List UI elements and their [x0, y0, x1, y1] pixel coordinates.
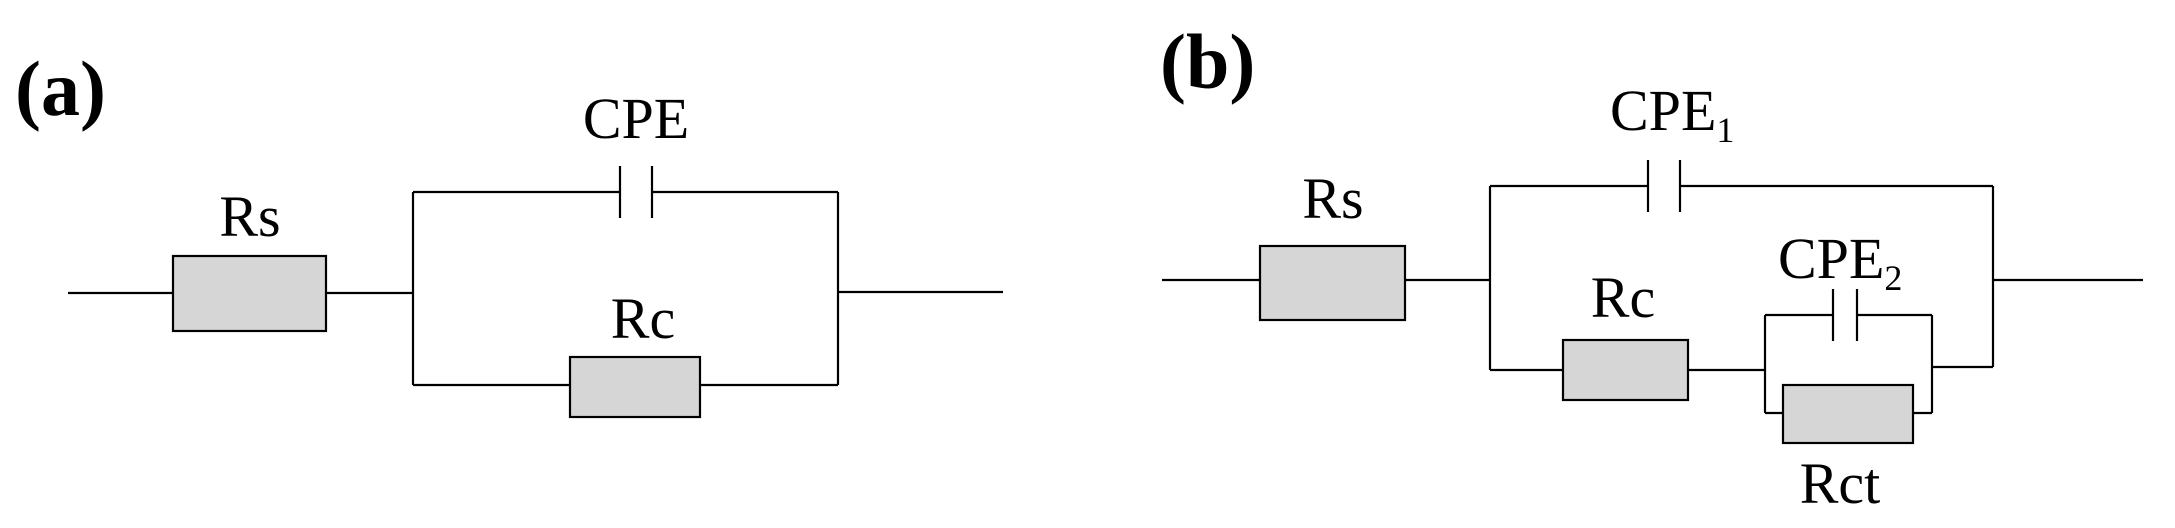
label-b-cpe1-sub: 1 [1716, 110, 1734, 150]
label-b-cpe1: CPE1 [1610, 78, 1734, 150]
label-b-cpe2-main: CPE [1778, 226, 1884, 291]
resistor-b-rc [1561, 338, 1690, 402]
resistor-b-rs [1258, 244, 1407, 322]
label-b-cpe1-main: CPE [1610, 78, 1716, 143]
panel-a-tag: (a) [15, 45, 106, 132]
resistor-a-rc [568, 355, 702, 419]
label-a-cpe: CPE [583, 86, 689, 151]
label-a-rc: Rc [611, 286, 675, 351]
label-a-rs: Rs [219, 184, 280, 249]
panel-b-tag: (b) [1160, 18, 1255, 105]
label-b-rct: Rct [1800, 451, 1881, 516]
resistor-b-rct [1781, 383, 1915, 445]
panel-a: (a) Rs CPE Rc [15, 45, 1003, 419]
label-b-cpe2: CPE2 [1778, 226, 1902, 298]
panel-b: (b) Rs CPE1 Rc CPE2 [1160, 18, 2143, 516]
label-b-rs: Rs [1302, 166, 1363, 231]
label-b-cpe2-sub: 2 [1884, 258, 1902, 298]
label-b-rc: Rc [1591, 265, 1655, 330]
resistor-a-rs [171, 254, 328, 333]
